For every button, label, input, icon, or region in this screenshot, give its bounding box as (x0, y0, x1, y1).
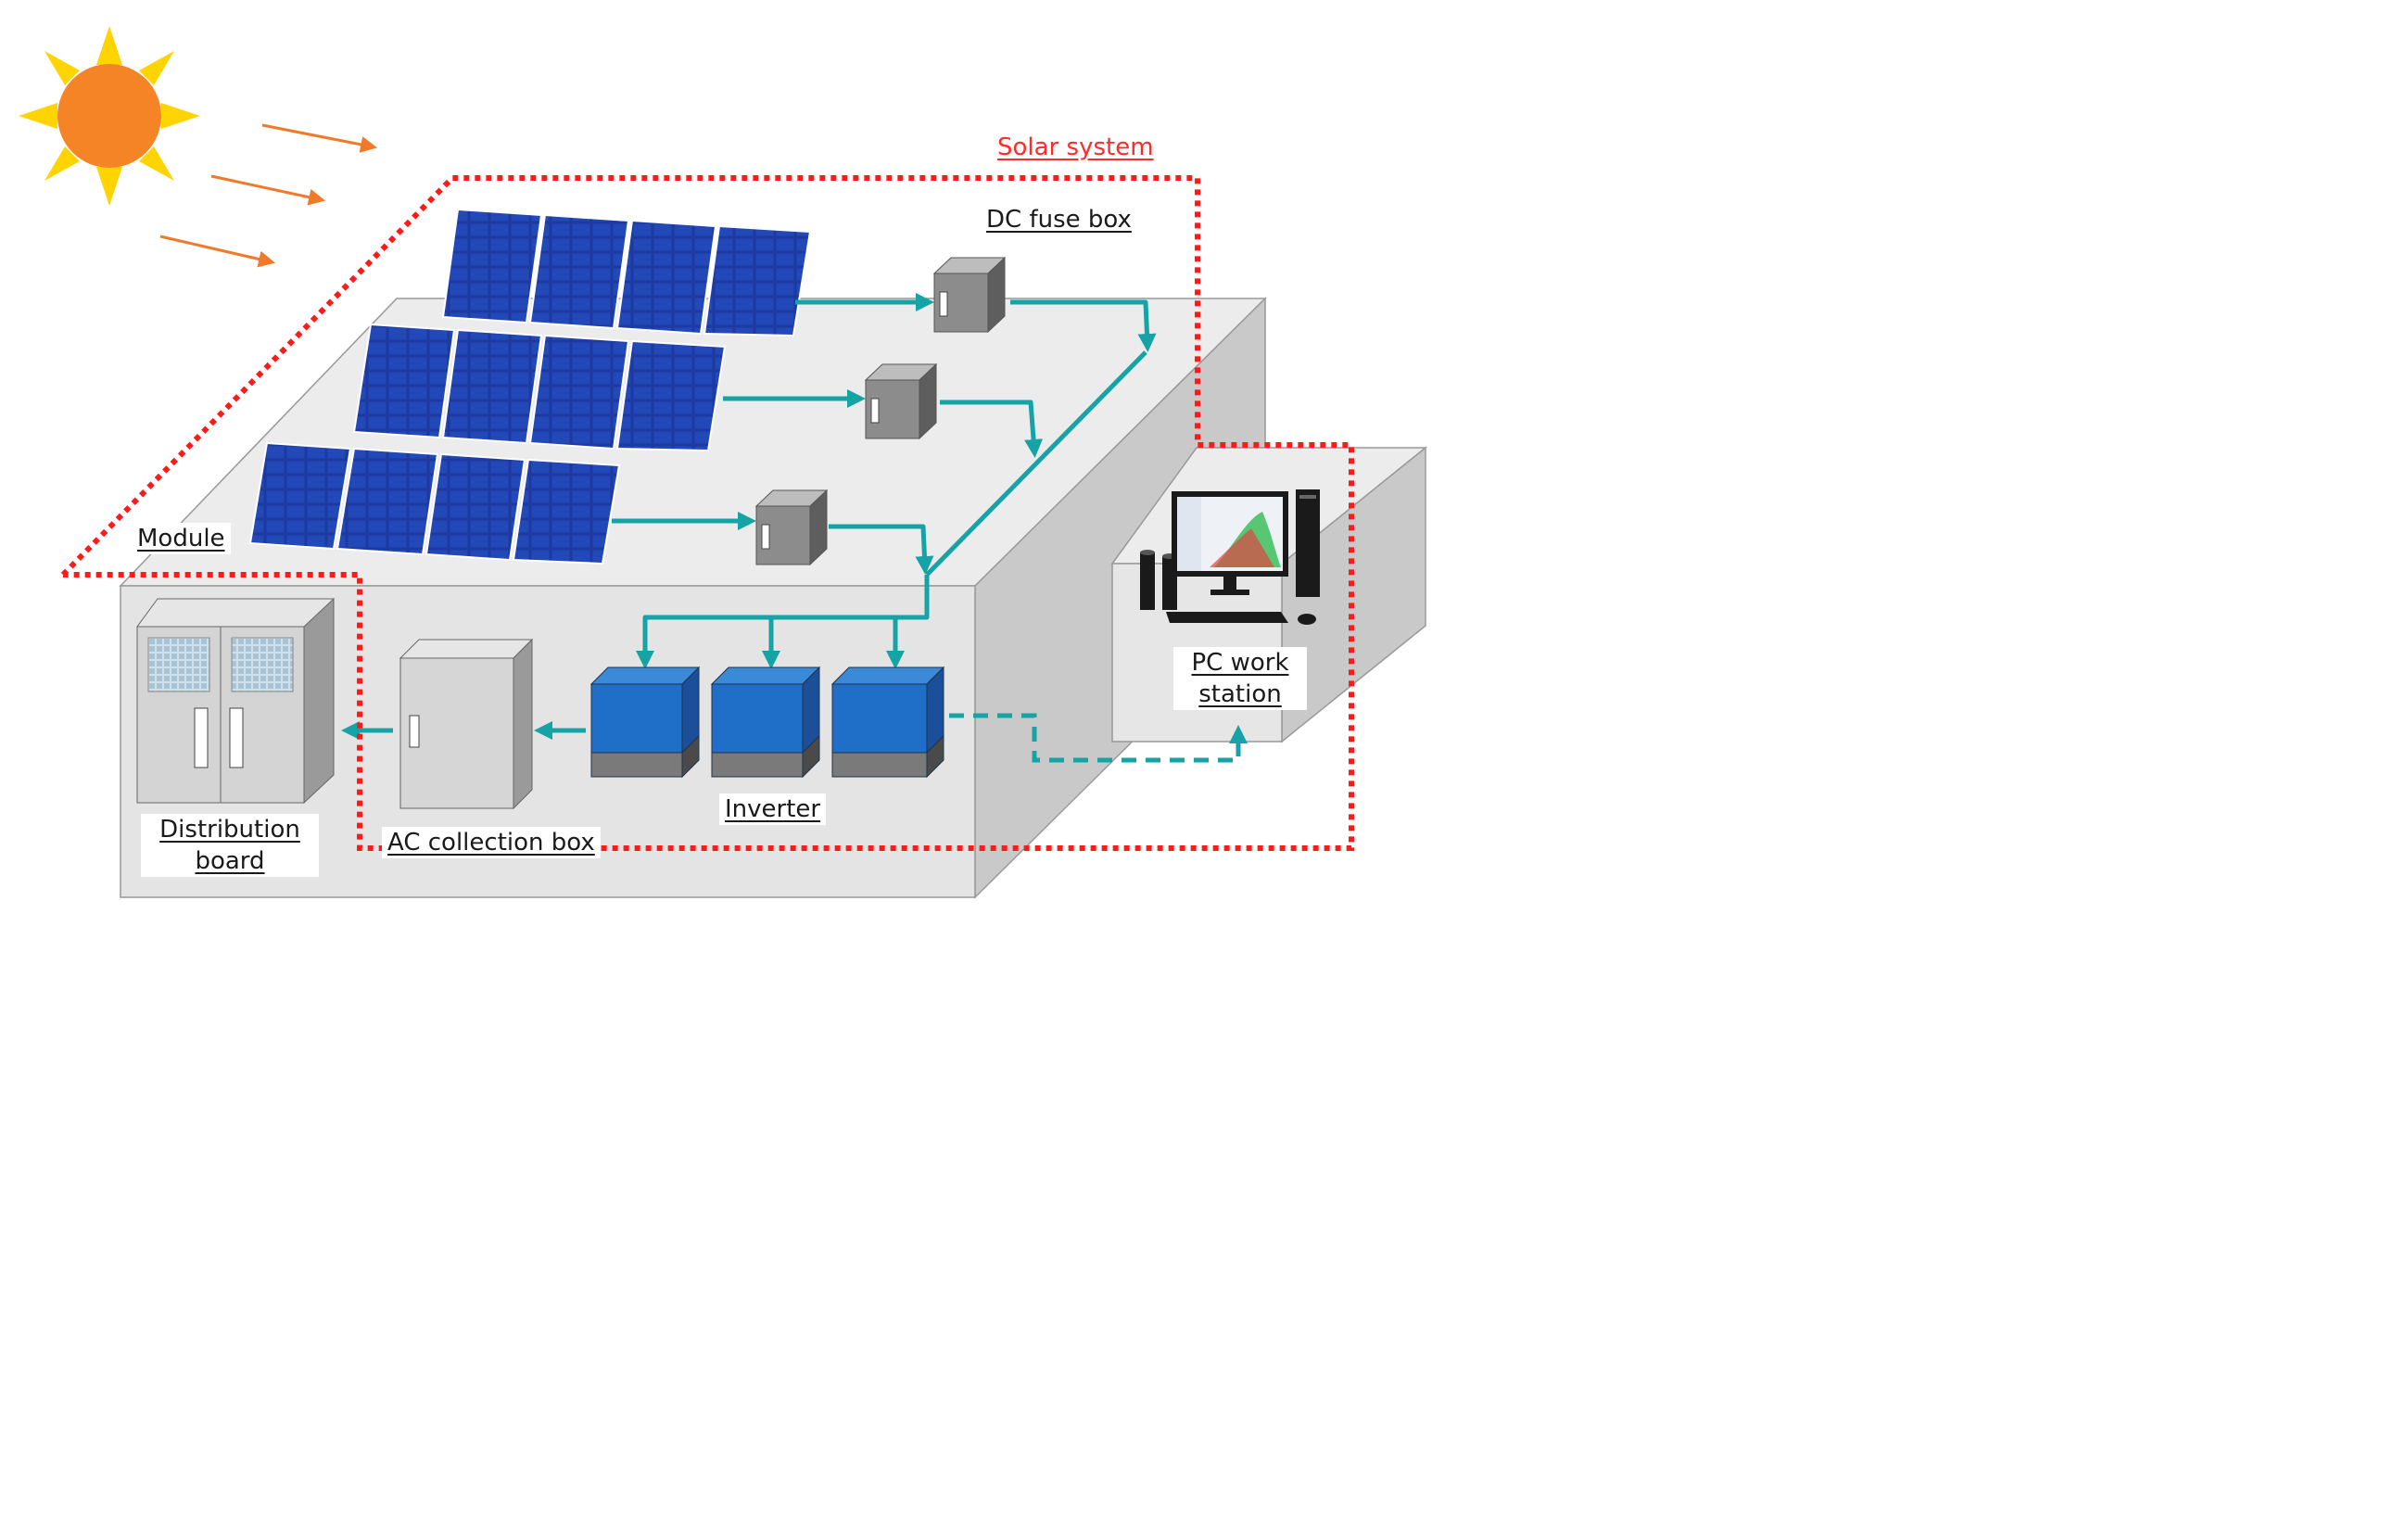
solar-panel-icon (703, 224, 812, 337)
solar-panel-icon (441, 328, 543, 445)
solar-system-label: Solar system (997, 133, 1154, 161)
solar-panel-icon (615, 219, 717, 336)
inverter-icon (710, 666, 821, 779)
solar-panel-icon (336, 447, 439, 556)
computer-icon (1140, 489, 1320, 625)
cabinet-icon (399, 638, 534, 810)
data-link-arrow (925, 713, 1248, 763)
inverter-icon (589, 666, 701, 779)
inverter-label: Inverter (719, 793, 827, 825)
inverter-icon (830, 666, 945, 779)
solar-system-boundary (60, 175, 1354, 851)
dc-fuse-box-label: DC fuse box (986, 206, 1132, 234)
cabinet-icon (136, 597, 335, 805)
module-label: Module (132, 523, 231, 554)
solar-panel-icon (528, 334, 630, 451)
fuse-box-icon (754, 489, 829, 566)
dc-flow-arrows (612, 293, 1157, 669)
ac-collection-box-label: AC collection box (382, 827, 601, 858)
sunlight-arrows (159, 123, 378, 268)
solar-panel-icon (352, 323, 456, 439)
solar-panel-icon (512, 458, 621, 565)
solar-panel-icon (615, 339, 727, 452)
distribution-board-label: Distribution board (141, 814, 319, 877)
solar-system-diagram (19, 26, 1428, 899)
sun-icon (19, 26, 200, 206)
solar-panel-array (248, 208, 812, 565)
pc-work-station-label: PC work station (1173, 647, 1307, 710)
solar-panel-icon (425, 452, 526, 562)
solar-panel-icon (441, 208, 543, 324)
solar-panel-icon (248, 441, 352, 551)
fuse-box-icon (932, 256, 1007, 334)
solar-panel-icon (528, 213, 630, 330)
fuse-box-icon (864, 362, 938, 440)
